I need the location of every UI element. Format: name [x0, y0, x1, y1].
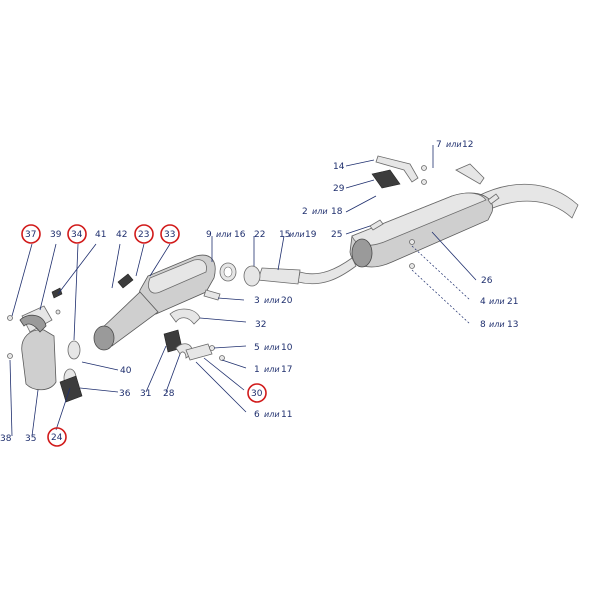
- callout-37: 37: [25, 230, 36, 240]
- callout-31: 31: [140, 389, 151, 399]
- callout-1: 1: [254, 365, 260, 375]
- intermediate-pipe: [297, 257, 357, 285]
- callout-8: 8: [480, 320, 486, 330]
- callout-4: 4: [480, 297, 486, 307]
- hanger-rear-top: [455, 163, 485, 185]
- callout-5: 5: [254, 343, 260, 353]
- word-ili-2: или: [312, 207, 328, 216]
- callout-3: 3: [254, 296, 260, 306]
- highlight-circles: [21, 224, 267, 447]
- callout-17: 17: [281, 365, 292, 375]
- callout-21: 21: [507, 297, 518, 307]
- flex-pipe-15: [257, 267, 301, 285]
- callout-35: 35: [25, 434, 36, 444]
- callout-20: 20: [281, 296, 293, 306]
- stud-37: [7, 315, 13, 321]
- callout-labels: 7 или 12 14 29 2 или 18 25 26 4 или 21 8…: [0, 140, 518, 444]
- bolt-1: [219, 355, 225, 361]
- callout-41: 41: [95, 230, 106, 240]
- bolt-7: [421, 165, 427, 171]
- callout-28: 28: [163, 389, 175, 399]
- callout-33: 33: [164, 230, 175, 240]
- bolt-7b: [421, 179, 427, 185]
- nut-left: [55, 309, 61, 315]
- callout-25: 25: [331, 230, 342, 240]
- parts-layer: [7, 155, 579, 403]
- highlight-circle-33: [160, 224, 180, 244]
- bracket-5: [185, 343, 213, 361]
- gasket-34: [67, 340, 81, 360]
- leader-lines: [9, 145, 477, 437]
- callout-23: 23: [138, 230, 149, 240]
- word-ili-8: или: [489, 320, 505, 329]
- callout-22: 22: [254, 230, 265, 240]
- callout-12: 12: [462, 140, 473, 150]
- callout-11: 11: [281, 410, 292, 420]
- callout-36: 36: [119, 389, 131, 399]
- callout-14: 14: [333, 162, 345, 172]
- callout-38: 38: [0, 434, 12, 444]
- highlight-circle-30: [247, 383, 267, 403]
- word-ili-1: или: [264, 365, 280, 374]
- callout-13: 13: [507, 320, 518, 330]
- gasket-16-hole: [223, 266, 233, 278]
- callout-24: 24: [51, 433, 63, 443]
- callout-26: 26: [481, 276, 493, 286]
- callout-9: 9: [206, 230, 212, 240]
- bracket-32: [169, 308, 201, 325]
- callout-18: 18: [331, 207, 343, 217]
- callout-7: 7: [436, 140, 442, 150]
- converter-inlet-flange: [93, 325, 115, 351]
- word-ili-7: или: [446, 140, 462, 149]
- callout-30: 30: [251, 389, 263, 399]
- callout-19: 19: [305, 230, 317, 240]
- rear-muffler-end: [351, 238, 373, 268]
- manifold-outlet: [19, 314, 47, 333]
- word-ili-9: или: [216, 230, 232, 239]
- rubber-mount-29: [371, 169, 401, 189]
- callout-2: 2: [302, 207, 308, 217]
- callout-29: 29: [333, 184, 345, 194]
- callout-42: 42: [116, 230, 127, 240]
- callout-6: 6: [254, 410, 260, 420]
- rear-pipe: [477, 183, 579, 219]
- bracket-36: [59, 375, 83, 403]
- callout-40: 40: [120, 366, 132, 376]
- highlight-circle-34: [67, 224, 87, 244]
- bracket-3: [203, 289, 221, 301]
- word-ili-15: или: [289, 230, 305, 239]
- flange-22: [243, 265, 261, 287]
- callout-39: 39: [50, 230, 62, 240]
- highlight-circle-37: [21, 224, 41, 244]
- callout-10: 10: [281, 343, 293, 353]
- callout-15: 15: [279, 230, 290, 240]
- bolt-8: [409, 263, 415, 269]
- oxygen-sensor-41: [51, 287, 63, 299]
- word-ili-4: или: [489, 297, 505, 306]
- manifold-precat: [21, 329, 57, 391]
- catalytic-converter-heatshield: [148, 259, 207, 294]
- callout-32: 32: [255, 320, 266, 330]
- highlight-circle-23: [134, 224, 154, 244]
- word-ili-5: или: [264, 343, 280, 352]
- bolt-10: [209, 345, 215, 351]
- hanger-rear: [487, 193, 500, 205]
- hanger-bracket-14: [375, 155, 419, 183]
- callout-34: 34: [71, 230, 83, 240]
- callout-16: 16: [234, 230, 246, 240]
- oxygen-sensor-upper: [117, 273, 134, 289]
- stud-38: [7, 353, 13, 359]
- word-ili-3: или: [264, 296, 280, 305]
- bolt-4: [409, 239, 415, 245]
- word-ili-6: или: [264, 410, 280, 419]
- hanger-25: [369, 219, 384, 231]
- highlight-circle-24: [47, 427, 67, 447]
